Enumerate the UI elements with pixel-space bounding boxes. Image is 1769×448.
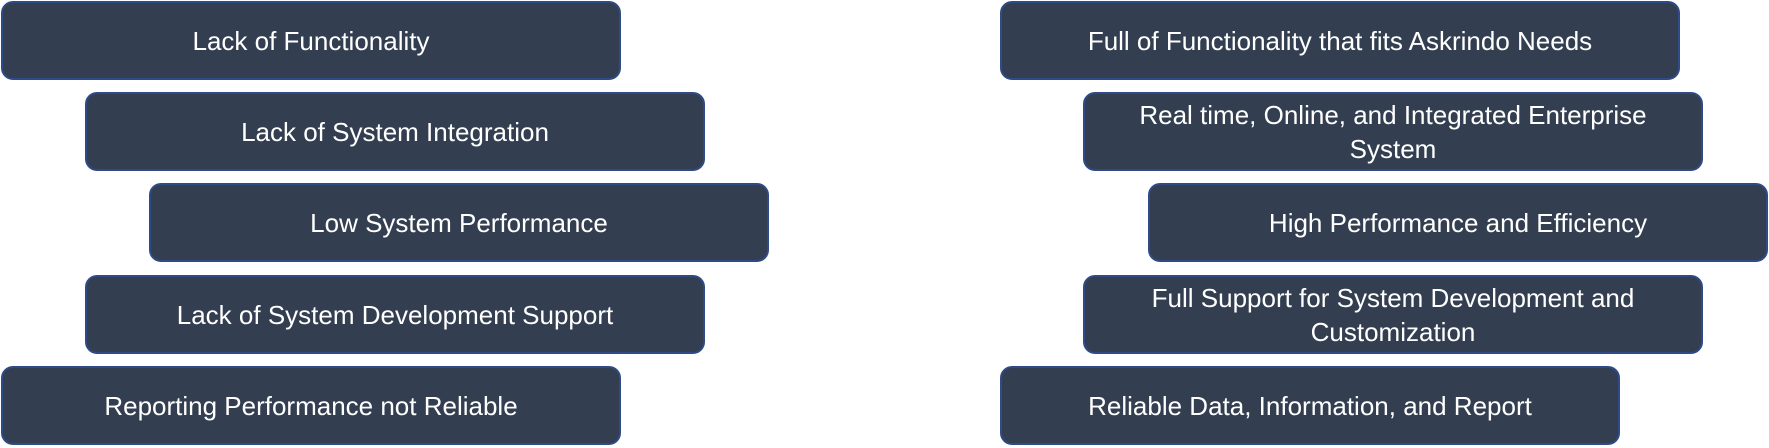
current-item-functionality: Lack of Functionality bbox=[1, 1, 621, 80]
current-item-performance: Low System Performance bbox=[149, 183, 769, 262]
target-item-development-support: Full Support for System Development and … bbox=[1083, 275, 1703, 354]
target-item-integration: Real time, Online, and Integrated Enterp… bbox=[1083, 92, 1703, 171]
current-item-development-support: Lack of System Development Support bbox=[85, 275, 705, 354]
target-item-reporting: Reliable Data, Information, and Report bbox=[1000, 366, 1620, 445]
current-item-integration: Lack of System Integration bbox=[85, 92, 705, 171]
target-item-functionality: Full of Functionality that fits Askrindo… bbox=[1000, 1, 1680, 80]
current-item-reporting: Reporting Performance not Reliable bbox=[1, 366, 621, 445]
target-item-performance: High Performance and Efficiency bbox=[1148, 183, 1768, 262]
